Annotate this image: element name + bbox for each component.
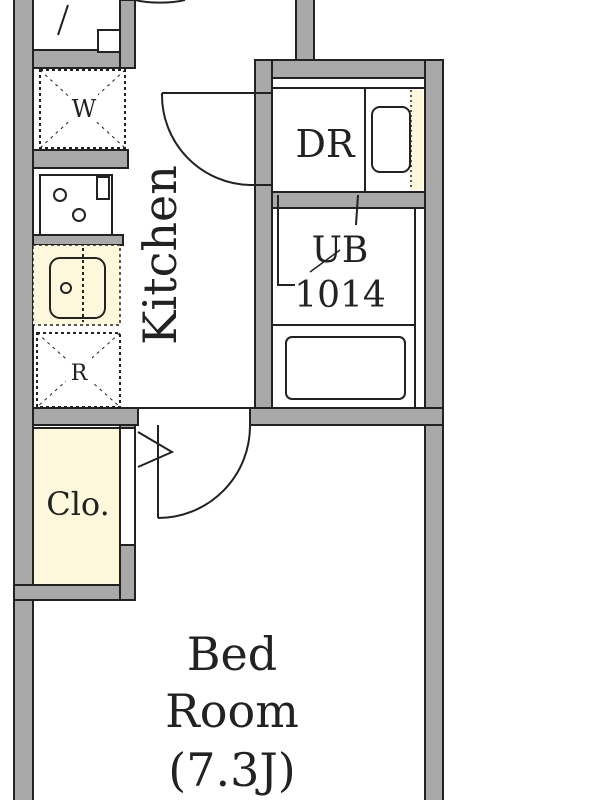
bedroom-label-line1: Bed [187, 627, 277, 681]
washer-label: W [72, 95, 97, 123]
stove [39, 174, 113, 236]
refrigerator-label: R [71, 361, 89, 386]
sink [32, 244, 121, 326]
bedroom: Bed Room (7.3J) [165, 627, 299, 797]
wall-bath-top [254, 59, 444, 79]
walls [13, 0, 444, 800]
wall-w-bottom [32, 149, 129, 169]
wall-kitchen-bottom-left [32, 407, 139, 426]
wall-stove-bottom [32, 234, 124, 246]
entry-door-arc [134, 0, 186, 4]
ub-size-label: 1014 [294, 275, 386, 316]
wall-bath-left [254, 59, 273, 426]
wall-dr-ub [271, 191, 426, 209]
ub-label: UB [312, 230, 369, 271]
wall-left [13, 0, 34, 800]
pipe-shaft [97, 29, 121, 53]
storage-line [57, 4, 69, 36]
refrigerator-space: R [36, 332, 121, 408]
wall-closet-bottom [13, 584, 136, 601]
wall-storage-right [119, 0, 136, 69]
washer-space: W [39, 69, 126, 149]
bedroom-size-label: (7.3J) [168, 743, 296, 797]
dr-door [160, 92, 272, 186]
dressing-room: DR [271, 87, 426, 193]
closet-label: Clo. [46, 485, 110, 523]
wall-right [424, 59, 444, 800]
dr-label: DR [295, 122, 355, 166]
wall-kitchen-bottom-right [249, 407, 444, 426]
kitchen-label: Kitchen [133, 165, 187, 345]
bedroom-label-line2: Room [165, 684, 299, 738]
wall-entry-right [295, 0, 315, 63]
unit-bath: UB 1014 [271, 194, 416, 409]
bedroom-door [137, 424, 252, 519]
closet: Clo. [32, 427, 136, 586]
